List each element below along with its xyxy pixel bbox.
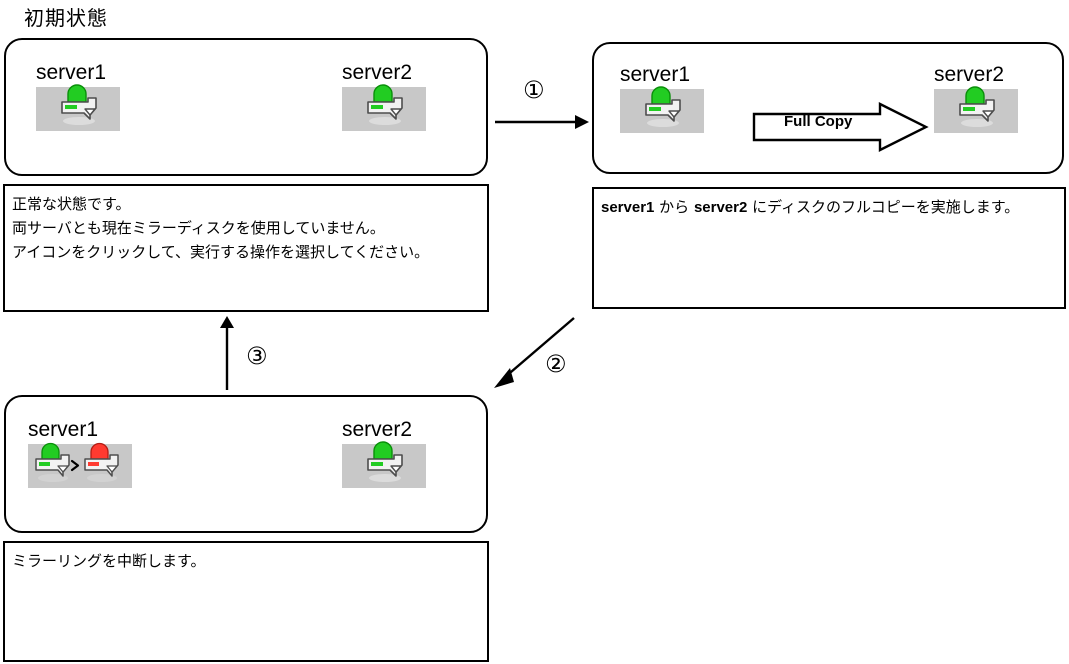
step-2-label: ② — [545, 350, 567, 378]
step-2-arrow-down-left — [494, 317, 575, 388]
mirror-suspend-description-box: ミラーリングを中断します。 — [3, 541, 489, 662]
server-label: server2 — [342, 418, 413, 441]
step-1-label: ① — [523, 76, 545, 104]
description-token: から — [654, 198, 694, 216]
step-1-number: ① — [523, 78, 545, 103]
server-label: server1 — [36, 61, 107, 84]
full-copy-label: Full Copy — [784, 113, 853, 130]
server-label: server1 — [620, 63, 691, 86]
mirror-disk-green-icon[interactable] — [36, 84, 120, 131]
step-3-arrow-up — [220, 316, 234, 390]
server-name-token: server1 — [601, 199, 655, 216]
step-2-number: ② — [545, 352, 567, 377]
mirror-disk-green-icon-glyph — [367, 441, 403, 482]
server-label: server2 — [342, 61, 413, 84]
mirror-disk-green-icon[interactable] — [342, 441, 426, 488]
server-slot-server2[interactable]: server2 — [342, 62, 426, 131]
full-copy-description-text: server1 から server2 にディスクのフルコピーを実施します。 — [601, 195, 1058, 220]
initial-state-panel[interactable]: server1 server2 — [4, 38, 488, 176]
mirror-disk-green-icon-glyph — [959, 86, 995, 127]
mirror-disk-green-to-red-icon-glyph — [35, 442, 119, 482]
full-copy-arrow-shape — [752, 102, 929, 152]
server-slot-server2[interactable]: server2 — [934, 64, 1018, 133]
server-slot-server2[interactable]: server2 — [342, 419, 426, 488]
server-slot-server1[interactable]: server1 — [28, 419, 132, 488]
mirror-disk-green-icon-glyph — [645, 86, 681, 127]
page-title: 初期状態 — [24, 6, 108, 30]
mirror-disk-green-icon[interactable] — [620, 86, 704, 133]
mirror-disk-green-to-red-icon[interactable] — [28, 442, 132, 488]
mirror-disk-green-icon[interactable] — [934, 86, 1018, 133]
mirror-disk-green-icon[interactable] — [342, 84, 426, 131]
step-3-label: ③ — [246, 342, 268, 370]
initial-state-description-text: 正常な状態です。 両サーバとも現在ミラーディスクを使用していません。 アイコンを… — [12, 195, 430, 261]
mirror-disk-green-icon-glyph — [61, 84, 97, 125]
mirror-suspend-panel[interactable]: server1 — [4, 395, 488, 533]
initial-state-description-box: 正常な状態です。 両サーバとも現在ミラーディスクを使用していません。 アイコンを… — [3, 184, 489, 312]
full-copy-description-box: server1 から server2 にディスクのフルコピーを実施します。 — [592, 187, 1066, 309]
server-name-token: server2 — [693, 199, 748, 216]
server-slot-server1[interactable]: server1 — [36, 62, 120, 131]
server-slot-server1[interactable]: server1 — [620, 64, 704, 133]
mirror-disk-green-icon-glyph — [367, 84, 403, 125]
server-label: server2 — [934, 63, 1005, 86]
description-token: にディスクのフルコピーを実施します。 — [747, 198, 1020, 216]
full-copy-panel[interactable]: server1 Full Copy server2 — [592, 42, 1064, 174]
step-3-number: ③ — [246, 344, 268, 369]
full-copy-banner: Full Copy — [752, 102, 929, 152]
mirror-suspend-description-text: ミラーリングを中断します。 — [12, 552, 206, 570]
server-label: server1 — [28, 418, 99, 441]
step-1-arrow-right — [495, 115, 589, 129]
